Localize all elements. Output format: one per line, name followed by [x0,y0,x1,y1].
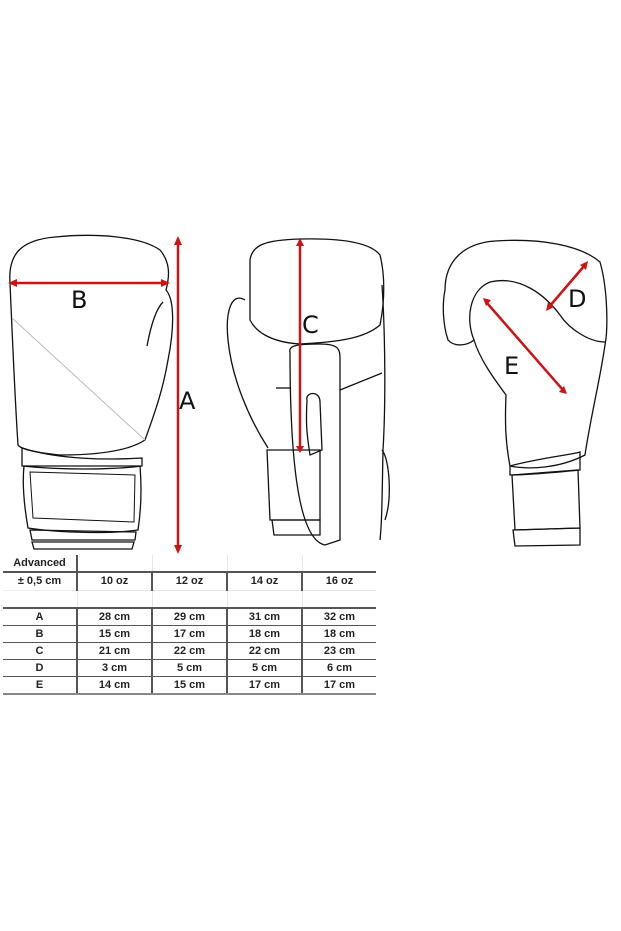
glove-front-view [8,234,182,554]
dimension-label-e: E [504,352,520,380]
column-header: 16 oz [301,572,376,591]
column-header: 12 oz [151,572,227,591]
table-title: Advanced [3,555,77,573]
size-table: Advanced ± 0,5 cm 10 oz 12 oz 14 oz 16 o… [3,555,376,695]
table-title-row: Advanced [3,555,376,573]
dimension-label-a: A [179,387,196,415]
glove-side-view [442,239,608,547]
spacer-row [3,590,376,608]
glove-palm-view [226,238,390,546]
column-header: 14 oz [226,572,302,591]
table-row: B 15 cm 17 cm 18 cm 18 cm [3,625,376,643]
table-row: A 28 cm 29 cm 31 cm 32 cm [3,606,376,626]
table-row: D 3 cm 5 cm 5 cm 6 cm [3,659,376,677]
dimension-label-c: C [302,311,319,339]
column-header: 10 oz [76,572,152,591]
tolerance-label: ± 0,5 cm [3,572,77,591]
table-row: C 21 cm 22 cm 22 cm 23 cm [3,642,376,660]
dimension-label-b: B [71,286,88,314]
table-row: E 14 cm 15 cm 17 cm 17 cm [3,676,376,695]
table-header-row: ± 0,5 cm 10 oz 12 oz 14 oz 16 oz [3,572,376,591]
dimension-label-d: D [568,285,587,313]
